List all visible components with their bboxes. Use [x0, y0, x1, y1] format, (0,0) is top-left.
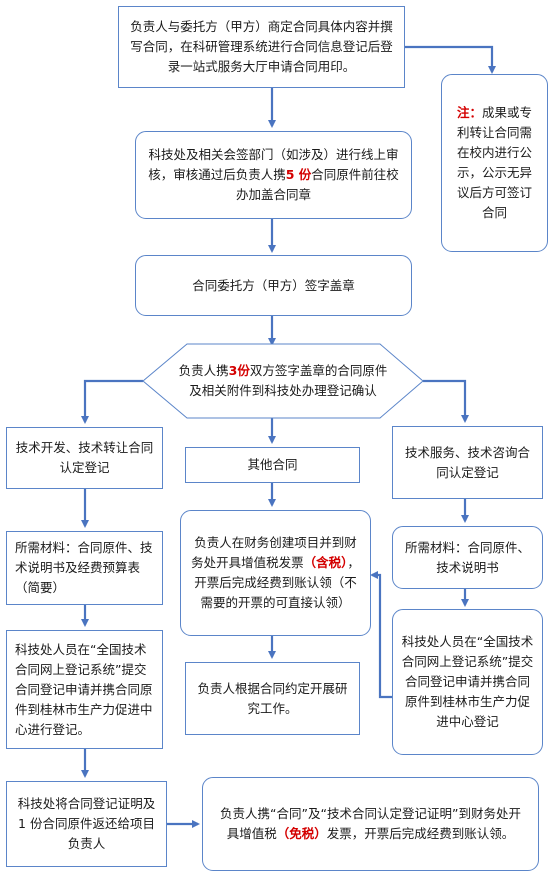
- note-box: 注：成果或专利转让合同需在校内进行公示，公示无异议后方可签订合同: [441, 74, 548, 252]
- note-label: 注：: [456, 105, 482, 120]
- middle-research: 负责人根据合同约定开展研究工作。: [197, 680, 348, 716]
- left-submit-box: 科技处人员在“全国技术合同网上登记系统”提交合同登记申请并携合同原件到桂林市生产…: [6, 630, 163, 749]
- right-title-box: 技术服务、技术咨询合同认定登记: [392, 426, 543, 499]
- right-materials-box: 所需材料：合同原件、技术说明书: [392, 526, 543, 589]
- note-text: 成果或专利转让合同需在校内进行公示，公示无异议后方可签订合同: [456, 105, 533, 220]
- step4-highlight: 3份: [228, 363, 250, 378]
- middle-research-box: 负责人根据合同约定开展研究工作。: [185, 662, 360, 735]
- arrow-to-left: [81, 379, 143, 424]
- step2-highlight: 5 份: [285, 167, 312, 182]
- step4-text-b: 双方签字盖章的合同原件及相关附件到科技处办理登记确认: [189, 363, 388, 398]
- left-title-box: 技术开发、技术转让合同认定登记: [6, 427, 163, 489]
- bottom-box: 负责人携“合同”及“技术合同认定登记证明”到财务处开具增值税（免税）发票，开票后…: [202, 777, 539, 871]
- step3-box: 合同委托方（甲方）签字盖章: [135, 255, 412, 316]
- bottom-highlight: （免税）: [276, 826, 327, 841]
- middle-finance-b: ，开票后完成经费到账认领（不需要的开票的可直接认领）: [194, 555, 360, 610]
- arrow-right-loop: [370, 571, 392, 699]
- left-submit: 科技处人员在“全国技术合同网上登记系统”提交合同登记申请并携合同原件到桂林市生产…: [15, 641, 153, 737]
- middle-finance-highlight: （含税）: [303, 555, 348, 570]
- step2-text-a: 科技处及相关会签部门（如涉及）进行线上审核，审核通过后负责人携: [148, 147, 399, 182]
- step1-box: 负责人与委托方（甲方）商定合同具体内容并撰写合同，在科研管理系统进行合同信息登记…: [118, 6, 405, 88]
- middle-finance-box: 负责人在财务创建项目并到财务处开具增值税发票（含税），开票后完成经费到账认领（不…: [180, 510, 371, 636]
- left-materials: 所需材料：合同原件、技术说明书及经费预算表（简要）: [15, 540, 153, 595]
- left-return-box: 科技处将合同登记证明及 1 份合同原件返还给项目负责人: [6, 781, 167, 867]
- step2-box: 科技处及相关会签部门（如涉及）进行线上审核，审核通过后负责人携5 份合同原件前往…: [135, 131, 412, 219]
- left-return: 科技处将合同登记证明及 1 份合同原件返还给项目负责人: [17, 796, 156, 851]
- middle-title-box: 其他合同: [185, 447, 360, 483]
- left-materials-box: 所需材料：合同原件、技术说明书及经费预算表（简要）: [6, 531, 163, 605]
- step4-text-a: 负责人携: [178, 363, 229, 378]
- bottom-text-a: 负责人携“合同”及“技术合同认定登记证明”到财务处开具增值税: [220, 806, 521, 841]
- right-title: 技术服务、技术咨询合同认定登记: [404, 444, 530, 480]
- step2-text-b: 合同原件前往校办加盖合同章: [235, 167, 399, 202]
- right-submit-box: 科技处人员在“全国技术合同网上登记系统”提交合同登记申请并携合同原件到桂林市生产…: [392, 609, 543, 755]
- arrow-to-note: [405, 45, 496, 74]
- right-submit: 科技处人员在“全国技术合同网上登记系统”提交合同登记申请并携合同原件到桂林市生产…: [401, 634, 534, 729]
- right-materials: 所需材料：合同原件、技术说明书: [404, 539, 530, 575]
- arrow-to-right: [423, 379, 469, 423]
- step4-diamond: [142, 343, 424, 419]
- step3-text: 合同委托方（甲方）签字盖章: [192, 277, 355, 293]
- middle-finance-a: 负责人在财务创建项目并到财务处开具增值税发票: [191, 535, 357, 570]
- step1-text: 负责人与委托方（甲方）商定合同具体内容并撰写合同，在科研管理系统进行合同信息登记…: [130, 19, 393, 74]
- bottom-text-b: 发票，开票后完成经费到账认领。: [326, 826, 515, 841]
- step4-label: 负责人携3份双方签字盖章的合同原件及相关附件到科技处办理登记确认: [178, 346, 388, 416]
- middle-title: 其他合同: [247, 457, 298, 472]
- left-title: 技术开发、技术转让合同认定登记: [15, 440, 154, 475]
